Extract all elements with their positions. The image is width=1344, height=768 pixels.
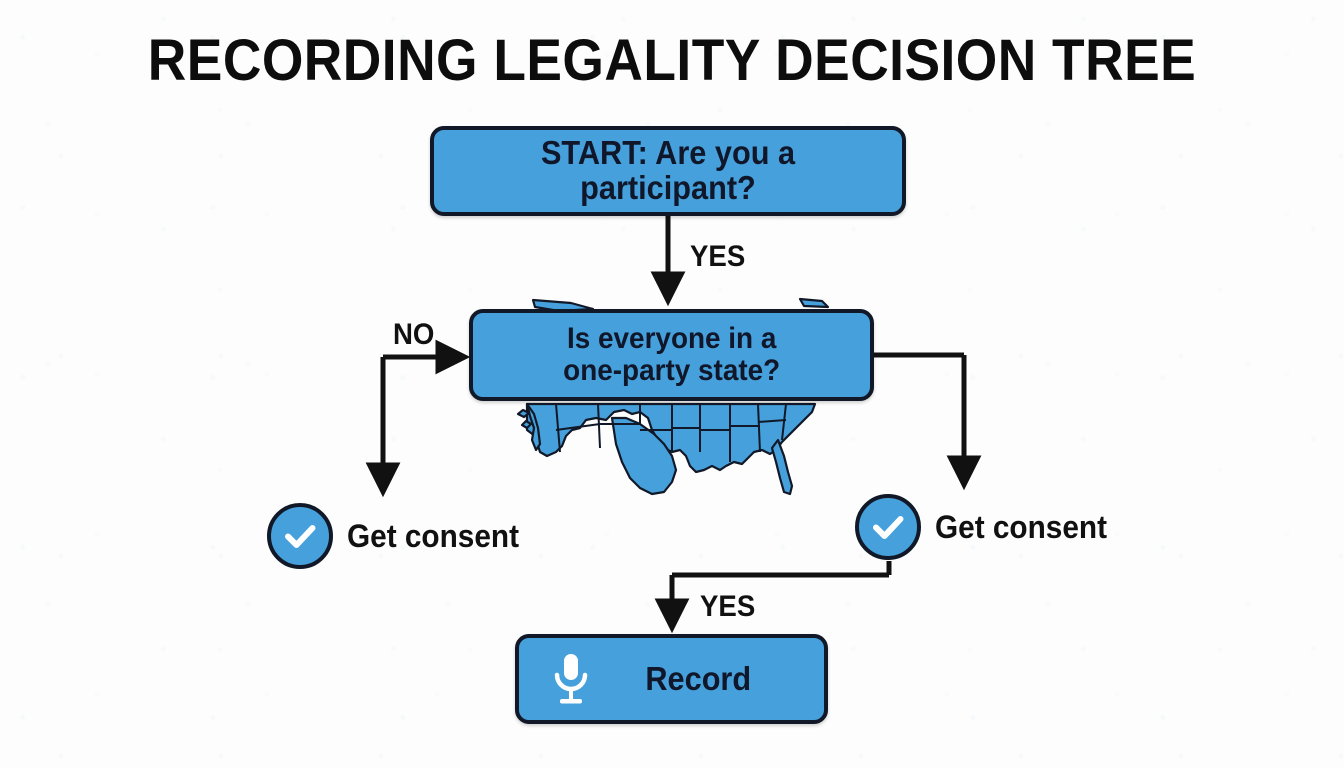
node-start-label: START: Are you a participant? [540, 134, 796, 206]
node-one-party-label-line1: Is everyone in a [566, 322, 777, 356]
node-one-party-label-line2: one-party state? [562, 354, 781, 387]
node-is-everyone-in-a-one-party-state[interactable]: Is everyone in a one-party state? [469, 309, 874, 401]
node-get-consent-right-label: Get consent [935, 508, 1107, 545]
edge-label-no: NO [393, 318, 435, 351]
node-one-party-label: Is everyone in a one-party state? [563, 323, 780, 387]
edge-label-yes-consent-to-record: YES [700, 590, 756, 623]
check-circle-icon [267, 503, 333, 569]
node-start-are-you-a-participant[interactable]: START: Are you a participant? [430, 126, 906, 216]
microphone-icon [554, 654, 588, 704]
node-get-consent-left-label: Get consent [347, 517, 519, 554]
node-get-consent-right[interactable]: Get consent [855, 494, 1120, 560]
edge-label-yes-start-to-one-party: YES [690, 240, 746, 273]
node-get-consent-left[interactable]: Get consent [267, 503, 532, 569]
page-title: RECORDING LEGALITY DECISION TREE [147, 28, 1197, 93]
node-record[interactable]: Record [515, 634, 828, 724]
node-record-label: Record [645, 660, 752, 697]
check-circle-icon [855, 494, 921, 560]
